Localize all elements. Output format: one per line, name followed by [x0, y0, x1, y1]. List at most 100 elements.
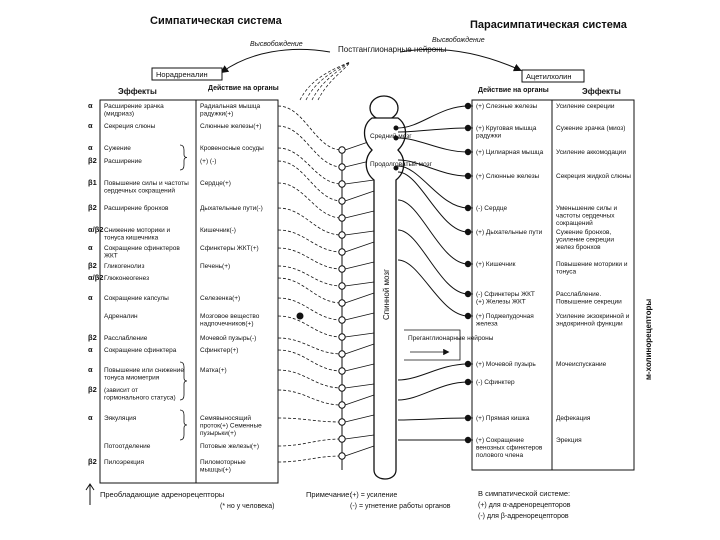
preganglionic-fiber: [344, 230, 375, 236]
para-effect-text: Секреция жидкой слюны: [556, 172, 631, 180]
sym-organ-text: Сфинктер(+): [200, 347, 238, 354]
para-nerve: [397, 127, 469, 133]
adrenal-node: [296, 312, 304, 320]
sym-postganglionic-fiber: [277, 417, 343, 423]
parasympathetic-nerves: [393, 102, 474, 444]
ganglion: [338, 452, 346, 460]
sympathetic-table: [99, 99, 279, 484]
para-nerve: [397, 137, 469, 153]
sym-effect-text: Пилоэрекция: [104, 459, 145, 466]
receptor-label: β2: [88, 203, 97, 212]
spinal-cord-label: Спинной мозг: [382, 269, 391, 320]
receptor-label: α/β2: [88, 273, 103, 282]
sym-postganglionic-fiber: [277, 125, 343, 168]
ganglion: [338, 384, 346, 392]
para-nerve: [397, 165, 469, 209]
ganglion: [338, 435, 346, 443]
group-bracket: [179, 409, 188, 441]
receptor-label: β1: [88, 178, 97, 187]
postganglionic-upper-fiber: [305, 61, 351, 101]
ganglion: [338, 282, 346, 290]
parasympathetic-title: Парасимпатическая система: [470, 19, 628, 31]
postganglionic-text: Постганглионарные нейроны: [338, 45, 447, 54]
para-organ-text: (-) Сфинктеры ЖКТ(+) Железы ЖКТ: [476, 291, 535, 306]
sym-postganglionic-fiber: [277, 389, 343, 406]
preganglionic-fiber: [344, 434, 375, 440]
receptor-label: β2: [88, 261, 97, 270]
receptor-label: α: [88, 243, 93, 252]
postganglionic-upper-fiber: [317, 61, 351, 101]
brain-top: [369, 95, 399, 121]
sym-effect-text: Сокращение капсулы: [104, 295, 169, 302]
sym-organ-text: Матка(+): [200, 367, 227, 374]
sym-effect-text: Сокращение сфинктера: [104, 347, 177, 354]
parasympathetic-table: [471, 99, 635, 471]
sym-effect-text: Расслабление: [104, 334, 148, 342]
preganglionic-fiber: [344, 414, 375, 423]
para-organ-text: (+) Кишечник: [476, 261, 516, 268]
para-organ-text: (+) Цилиарная мышца: [476, 149, 544, 156]
noradrenaline-label: Норадреналин: [156, 70, 208, 79]
sympathetic-title: Симпатическая система: [150, 15, 283, 27]
ganglion: [338, 299, 346, 307]
acetylcholine-label: Ацетилхолин: [526, 72, 572, 81]
ganglion: [338, 163, 346, 171]
ganglion: [338, 350, 346, 358]
para-nerve: [397, 363, 469, 381]
preganglionic-fiber: [344, 261, 375, 270]
ganglion: [338, 248, 346, 256]
receptor-label: α/β2: [88, 225, 103, 234]
para-effect-text: Сужение зрачка (миоз): [556, 125, 625, 132]
para-organ-text: (-) Сфинктер: [476, 379, 515, 386]
para-organ-text: (-) Сердце: [476, 205, 508, 212]
para-nerve: [397, 229, 469, 295]
sym-postganglionic-fiber: [277, 247, 343, 270]
receptor-label: β2: [88, 156, 97, 165]
sym-postganglionic-fiber: [277, 315, 343, 338]
para-effect-text: Усиление аккомодации: [556, 149, 626, 156]
nucleus-dot: [393, 125, 399, 131]
note-label: Примечание:: [306, 490, 352, 499]
sym-effect-text: Расширение: [104, 158, 142, 165]
ganglion: [338, 316, 346, 324]
central-nervous-system: Средний мозг Продолговатый мозг Спинной …: [363, 95, 433, 480]
sym-organ-text: Мочевой пузырь(-): [200, 334, 256, 342]
release-arc-right: [399, 48, 522, 72]
sym-effect-text: Секреция слюны: [104, 123, 156, 130]
para-organ-text: (+) Дыхательные пути: [476, 229, 543, 236]
sym-postganglionic-fiber: [277, 455, 343, 463]
sym-organ-text: Дыхательные пути(-): [200, 205, 263, 212]
para-row: (-) Сфинктер: [476, 379, 515, 386]
receptor-label: α: [88, 101, 93, 110]
sym-postganglionic-fiber: [277, 438, 343, 447]
ganglion: [338, 333, 346, 341]
ganglion: [338, 265, 346, 273]
sym-postganglionic-fiber: [277, 147, 343, 185]
sym-postganglionic-fiber: [277, 207, 343, 236]
sym-organ-text: (+) (-): [200, 158, 216, 165]
acetylcholine-box: [521, 69, 585, 83]
